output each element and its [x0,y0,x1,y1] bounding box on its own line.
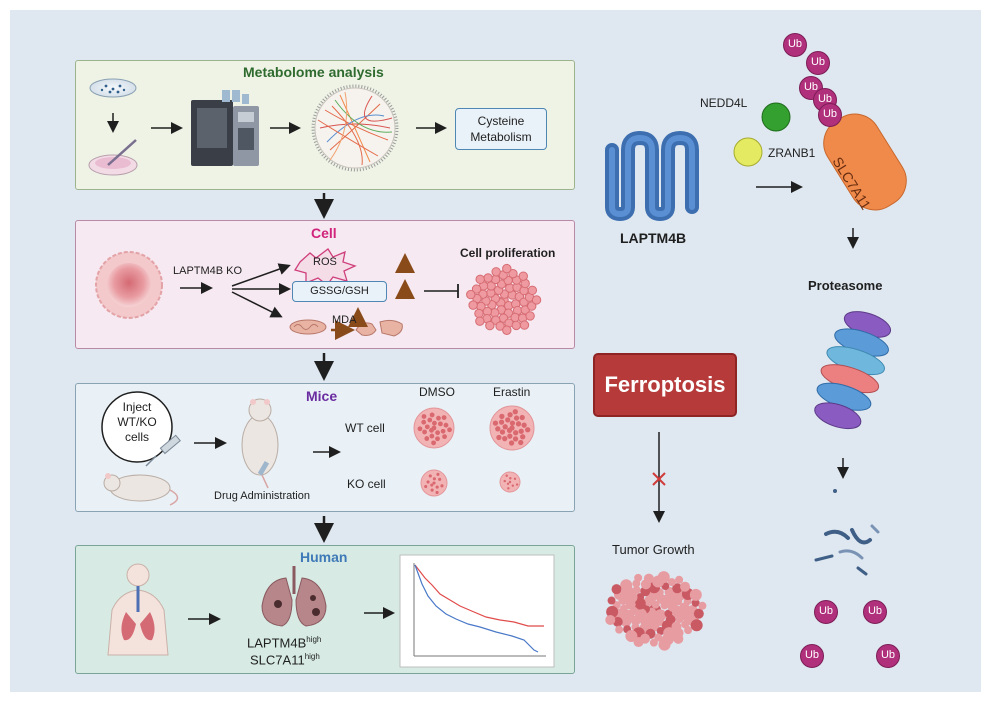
degraded-peptides-icon [814,489,880,576]
metabolomics-network-plot [311,84,399,172]
laptm4b-label: LAPTM4B [620,230,687,246]
drug-administration-label: Drug Administration [214,490,310,502]
syringe-icon [145,434,181,467]
ubiquitin-label: Ub [787,38,803,50]
human-title: Human [300,549,348,565]
ubiquitin-label: Ub [867,605,883,617]
mass-spectrometer-icon [191,90,259,166]
petri-dish-icon [89,78,137,98]
wt-cell-row-label: WT cell [345,421,385,435]
mouse-icon [103,473,179,506]
drug-administration-mouse-icon [241,398,279,489]
ubiquitin-label: Ub [803,81,819,93]
cell-culture-dish-icon [88,139,138,176]
ubiquitin-label: Ub [818,605,834,617]
laptm4b-transmembrane-icon [605,131,699,221]
ubiquitin-label: Ub [810,56,826,68]
proteasome-label: Proteasome [808,278,883,293]
ubiquitin-label: Ub [822,108,838,120]
ubiquitin-chain [783,33,900,668]
damaged-mitochondria-icon [355,319,403,337]
ubiquitin-icon-6 [814,600,838,624]
proteasome-icon [814,311,892,430]
laptm4b-ko-label: LAPTM4B KO [173,265,243,277]
proliferating-cells-cluster [466,263,542,335]
tumor-grid [413,405,535,497]
tumor-wt-dmso [413,407,455,449]
mice-title: Mice [306,388,338,404]
inhibition-symbol [424,284,459,298]
tumor-wt-erastin [489,405,535,451]
ferroptosis-inhibition-arrow [652,432,666,523]
ubiquitin-icon-9 [876,644,900,668]
tumor-ko-erastin [499,471,521,493]
ko-cell-row-label: KO cell [347,477,386,491]
tumor-mass-icon [605,571,707,651]
tumor-cell-icon [95,251,163,319]
ubiquitin-icon-7 [863,600,887,624]
ubiquitin-label: Ub [880,649,896,661]
injection-circle [101,391,173,463]
ubiquitin-label: Ub [817,93,833,105]
ros-label: ROS [313,256,337,268]
mda-label: MDA [332,314,357,326]
cell-title: Cell [311,225,337,241]
ubiquitin-icon-1 [783,33,807,57]
lungs-icon [261,566,327,627]
cell-proliferation-label: Cell proliferation [460,246,556,260]
zranb1-label: ZRANB1 [768,146,816,160]
metabolome-title: Metabolome analysis [243,64,384,80]
erastin-column-label: Erastin [493,385,531,399]
ubiquitin-icon-5 [818,103,842,127]
human-body-icon [107,563,169,656]
laptm4b-high-label: LAPTM4Bhigh [247,635,322,651]
ubiquitin-icon-2 [806,51,830,75]
nedd4l-icon [761,102,791,132]
tumor-ko-dmso [420,469,448,497]
tumor-growth-label: Tumor Growth [612,542,695,557]
inject-label: Inject WT/KO cells [117,400,157,444]
ferroptosis-box: Ferroptosis [593,353,737,417]
ubiquitin-label: Ub [804,649,820,661]
cysteine-metabolism-box: Cysteine Metabolism [455,108,547,150]
survival-curve-plot [399,554,555,668]
mitochondria-icon [289,319,327,335]
nedd4l-label: NEDD4L [700,96,748,110]
slc7a11-high-label: SLC7A11high [250,652,320,668]
ros-burst-icon [293,248,357,286]
gssg-gsh-box: GSSG/GSH [292,281,387,302]
dmso-column-label: DMSO [419,385,455,399]
ubiquitin-icon-8 [800,644,824,668]
zranb1-icon [733,137,763,167]
